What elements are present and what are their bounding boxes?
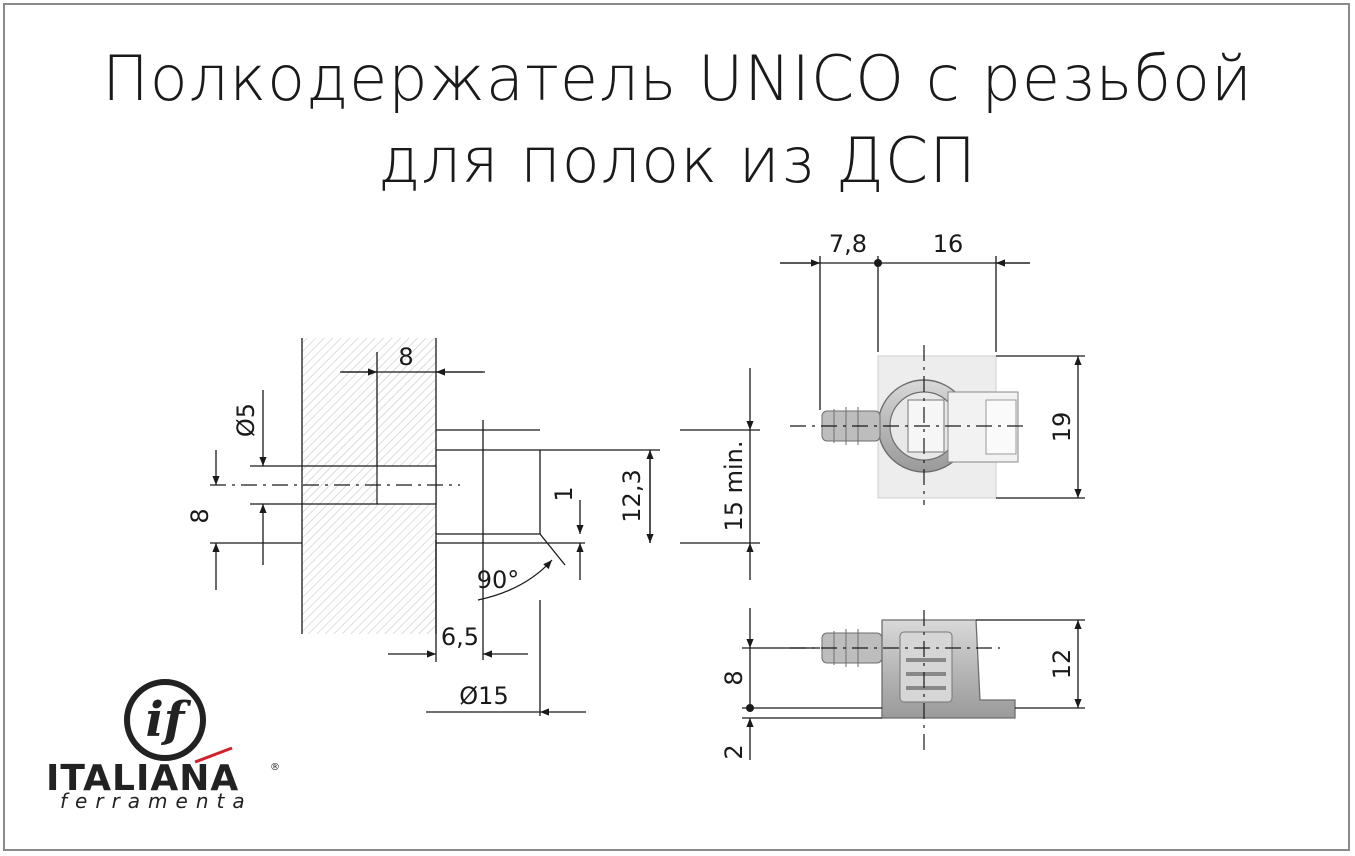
dim-2-label: 2 [720,744,748,759]
dim-12-label: 12 [1048,649,1076,680]
dim-6-5-label: 6,5 [441,623,479,651]
dim-depth-label: 8 [398,343,413,371]
title-line-1: Полкодержатель UNICO с резьбой [102,42,1253,115]
dim-19-label: 19 [1048,412,1076,443]
page-frame [3,3,1350,851]
logo-registered-mark: ® [270,762,280,773]
dim-height-15min-label: 15 min. [720,440,748,531]
top-view: 7,8 16 19 [780,230,1085,505]
title-line-2: для полок из ДСП [378,124,977,197]
logo-accent-stroke [194,746,233,764]
angle-label: 90° [477,566,520,594]
dim-7-8-label: 7,8 [829,230,867,258]
dim-8-side-label: 8 [720,670,748,685]
dim-hole-offset-label: 8 [186,508,214,523]
logo-mark: if [146,692,192,748]
side-view: 12 8 2 [720,608,1085,760]
dim-16-label: 16 [933,230,964,258]
dim-height-12-3-label: 12,3 [618,469,646,522]
logo-brand-text: ITALIANA [46,758,239,799]
dim-hole-diameter-label: Ø5 [232,403,260,437]
italiana-logo: if ITALIANA ® ferramenta [46,679,280,813]
dim-d15-label: Ø15 [459,682,508,710]
logo-subtitle-text: ferramenta [60,789,253,813]
logo-circle-icon [124,679,206,761]
dim-gap-label: 1 [550,486,578,501]
section-drawing: 8 Ø5 8 12,3 15 min. 1 90° [186,338,760,716]
